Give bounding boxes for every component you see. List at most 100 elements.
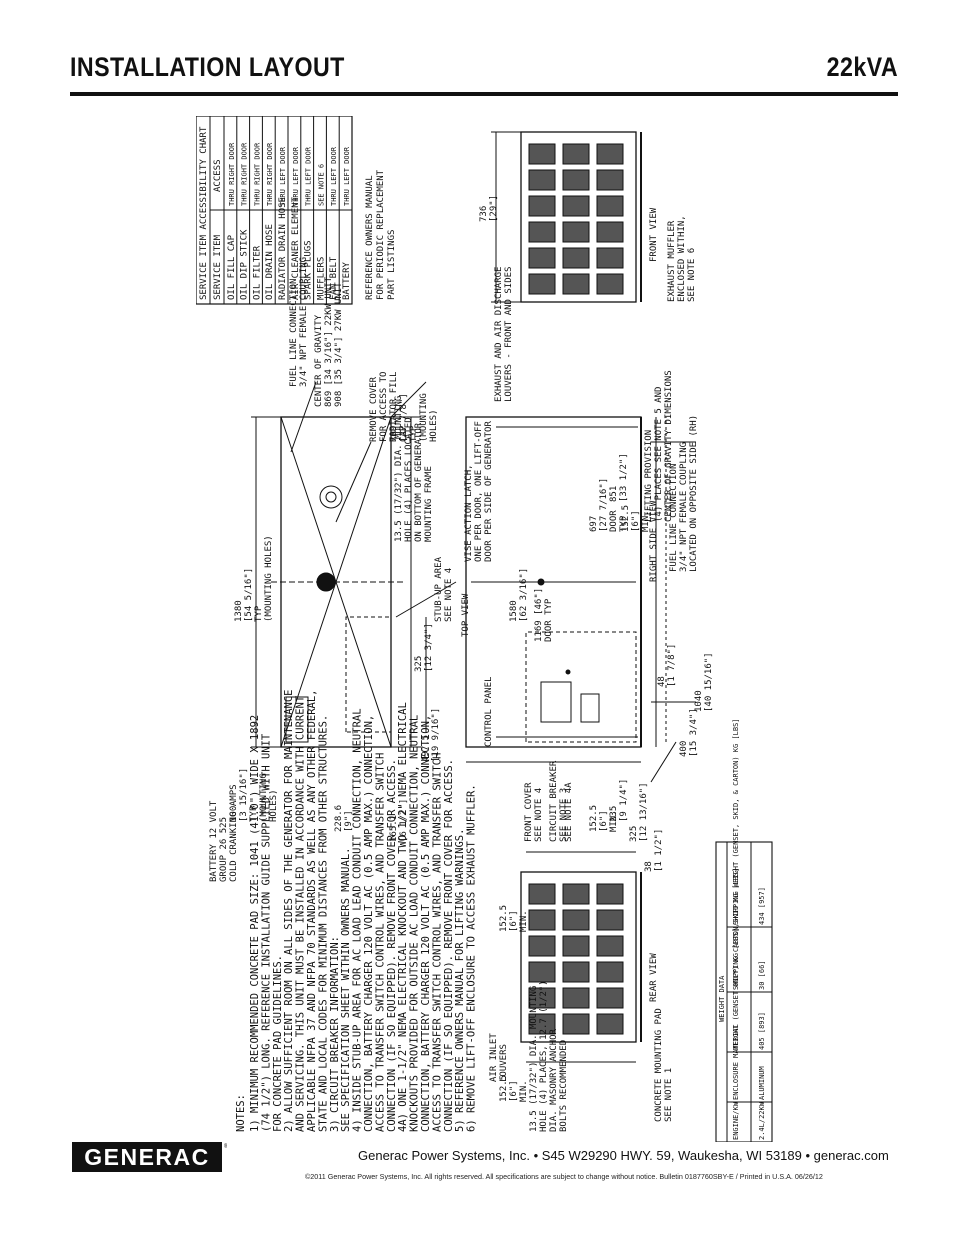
service-access: THRU RIGHT DOOR [266,142,274,206]
rear-mount-callout: HOLE (4) PLACES, 12.7 (1/2") [539,980,549,1132]
dim-709: [27 7/8"] [399,393,409,442]
stub-up-callout: STUB-UP AREA [434,556,444,622]
dim-709: (MOUNTING [419,393,429,442]
rear-view-drawing [520,851,642,1063]
note-line: 1) MINIMUM RECOMMENDED CONCRETE PAD SIZE… [249,715,261,1132]
exhaust-callout: EXHAUST AND AIR DISCHARGE [494,267,504,402]
accessibility-reference: PART LISTINGS [387,230,397,300]
generac-logo: GENERAC ® [72,1142,227,1172]
dim-1525-rear-top: 152.5 [499,905,509,932]
weight-table-header: WEIGHT (GENSET ONLY) KG [LBS] [732,928,740,1050]
breaker-callout: SEE NOTE 3 [559,788,569,842]
service-item: OIL DIP STICK [240,229,250,300]
rear-view-label: REAR VIEW [649,953,659,1002]
latch-callout: VISE ACTION LATCH, [464,464,474,562]
dim-400: 400 [679,741,689,757]
dim-1525-rear-bot: MIN. [519,1080,529,1102]
dim-1651: [6 1/2"] [399,799,409,842]
side-fuel-callout: 3/4" NPT FEMALE COUPLING [679,442,689,572]
note-line: 2) ALLOW SUFFICIENT ROOM ON ALL SIDES OF… [283,689,295,1132]
dim-1169: 1169 [46"] [534,588,544,642]
svg-text:®: ® [224,1143,227,1150]
weight-table-header: SHIPPING CARTON/SKID KG [LBS] [732,868,740,990]
dim-100: (MOUNTING [259,773,269,822]
dim-1525-side-a: [6"] [631,510,641,532]
dim-325-top: [12 3/4"] [424,623,434,672]
right-side-view-drawing [465,416,696,783]
dim-1525-side-b: [6"] [599,810,609,832]
dim-697: TYP [619,515,629,532]
muffler-callout: ENCLOSED WITHIN, [677,215,687,302]
service-item: OIL FILTER [252,245,262,300]
service-item: RADIATOR DRAIN HOSE [278,197,288,300]
note-line: SEE SPECIFICATION SHEET WITHIN OWNERS MA… [340,848,352,1132]
weight-table-cell: 2.4L/22KW [758,1101,766,1140]
dim-1580: [62 3/16"] [519,568,529,622]
footer-address: Generac Power Systems, Inc. • S45 W29290… [358,1148,889,1163]
weight-table-cell: 405 [893] [758,1012,766,1050]
dim-1380: (MOUNTING HOLES) [264,535,274,622]
service-item: AIR CLEANER ELEMENT [291,196,301,300]
cog-callout: CENTER OF GRAVITY [314,314,324,407]
dim-1525-side-a: 152.5 [621,505,631,532]
dim-235: 235 [609,806,619,822]
battery-callout: BATTERY 12 VOLT [209,800,219,882]
service-item: OIL DRAIN HOSE [265,224,275,300]
dim-235: [9 1/4"] [619,779,629,822]
muffler-callout: SEE NOTE 6 [687,248,697,302]
page-header: INSTALLATION LAYOUT 22kVA [70,52,898,88]
dim-851: 851 [609,486,619,502]
note-line: APPLICABLE NFPA 37 AND NFPA 70 STANDARDS… [306,689,318,1132]
dim-38: [1 1/2"] [654,829,664,872]
service-access: THRU LEFT DOOR [305,146,313,206]
top-mount-callout: MOUNTING FRAME [424,466,434,542]
service-access: THRU RIGHT DOOR [241,142,249,206]
service-access: THRU LEFT DOOR [292,146,300,206]
dim-325-side: 325 [629,826,639,842]
weight-table-cell: 30 [66] [758,960,766,990]
right-side-view-label: RIGHT SIDE VIEW [649,500,659,582]
radiator-callout: RADIATOR FILL [389,372,399,442]
service-item: BATTERY [342,261,352,300]
accessibility-col-access: ACCESS [213,159,223,192]
notes-heading: NOTES: [235,1094,247,1132]
service-access: THRU RIGHT DOOR [253,142,261,206]
side-fuel-callout: LOCATED ON OPPOSITE SIDE (RH) [689,415,699,572]
concrete-pad-callout: SEE NOTE 1 [664,1068,674,1122]
latch-callout: DOOR PER SIDE OF GENERATOR [484,421,494,562]
note-line: (74 1/2") LONG. REFERENCE INSTALLATION G… [260,733,272,1132]
accessibility-text: SERVICE ITEM ACCESSIBILITY CHART SERVICE… [199,126,397,300]
top-view-drawing [251,381,457,748]
dim-4975: 497.5 [421,735,431,762]
note-line: CONNECTION, BATTERY CHARGER 120 VOLT AC … [363,715,375,1132]
battery-callout: COLD CRANKING AMPS [229,784,239,882]
radiator-callout: FOR ACCESS TO [379,372,389,442]
model-label: 22kVA [826,52,898,82]
service-access: THRU RIGHT DOOR [228,142,236,206]
note-line: CONNECTION (IF SO EQUIPPED). REMOVE FRON… [443,759,455,1132]
weight-table-header: SHIPPING WEIGHT (GENSET, SKID, & CARTON)… [732,718,740,925]
concrete-pad-callout: CONCRETE MOUNTING PAD [654,1008,664,1122]
svg-text:GENERAC: GENERAC [84,1144,210,1170]
dim-400: [15 3/4"] [689,708,699,757]
dim-100: [3 15/16"] [239,768,249,822]
page-title: INSTALLATION LAYOUT [70,52,345,82]
notes-block: NOTES: 1) MINIMUM RECOMMENDED CONCRETE P… [235,689,478,1132]
dim-48: [1 7/8"] [667,644,677,687]
dim-325-side: [12 13/16"] [639,782,649,842]
dim-1380: TYP [254,605,264,622]
control-panel-callout: CONTROL PANEL [484,677,494,747]
air-inlet-callout: AIR INLET [489,1033,499,1082]
dim-1525-rear-bot: 152.5 [499,1075,509,1102]
fuel-callout: FUEL LINE CONNECTION [289,279,299,387]
lifting-callout: CENTER OF GRAVITY DIMENSIONS [664,370,674,522]
note-line: 4) INSIDE STUB-UP AREA FOR AC LOAD LEAD … [352,708,364,1132]
fuel-callout: 3/4" NPT FEMALE COUPLING [299,257,309,387]
dim-851: [33 1/2"] [619,453,629,502]
dim-4975: [19 9/16"] [431,708,441,762]
service-access: THRU LEFT DOOR [279,146,287,206]
note-line: ACCESS TO TRANSFER SWITCH CONTROL WIRES,… [374,753,386,1132]
note-line: FOR CONCRETE PAD GUIDELINES. [272,955,284,1132]
radiator-callout: REMOVE COVER [369,376,379,442]
